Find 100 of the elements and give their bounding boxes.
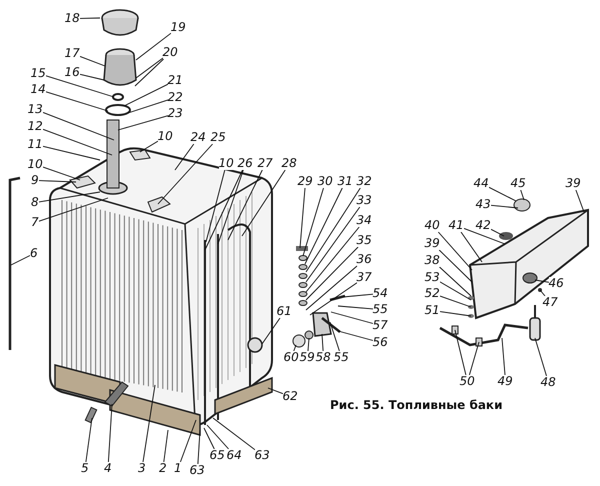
callout-number: 30 bbox=[318, 174, 333, 188]
filler-cap-parts-drawing bbox=[101, 9, 139, 116]
leader-line bbox=[136, 32, 172, 60]
leader-line bbox=[124, 84, 168, 106]
leader-line bbox=[174, 144, 194, 170]
callout-number: 6 bbox=[30, 246, 38, 260]
leader-line bbox=[38, 192, 100, 202]
callout-number: 47 bbox=[542, 296, 558, 308]
leader-line bbox=[163, 430, 168, 462]
callout-number: 34 bbox=[356, 214, 372, 226]
callout-number: 43 bbox=[476, 198, 491, 210]
leader-line bbox=[206, 170, 226, 242]
leader-line bbox=[142, 384, 156, 462]
leader-line bbox=[42, 128, 112, 156]
callout-number: 16 bbox=[64, 66, 80, 78]
callout-number: 5 bbox=[81, 462, 89, 474]
leader-line bbox=[330, 312, 374, 324]
leader-line bbox=[322, 334, 324, 352]
callout-number: 46 bbox=[548, 276, 564, 290]
callout-number: 37 bbox=[356, 270, 372, 284]
leader-line bbox=[534, 338, 547, 376]
leader-line bbox=[293, 344, 296, 352]
leader-line bbox=[38, 180, 76, 182]
callout-number: 4 bbox=[104, 462, 112, 474]
callout-number: 22 bbox=[168, 90, 183, 104]
callout-number: 2 bbox=[159, 462, 167, 474]
callout-number: 35 bbox=[356, 234, 372, 246]
callout-number: 32 bbox=[356, 174, 372, 188]
leader-line bbox=[438, 232, 472, 270]
leader-line bbox=[212, 418, 256, 450]
callout-number: 21 bbox=[168, 74, 183, 86]
leader-line bbox=[490, 204, 518, 208]
leader-line bbox=[338, 330, 374, 341]
callout-number: 15 bbox=[30, 66, 46, 80]
callout-number: 62 bbox=[282, 390, 298, 402]
leader-line bbox=[42, 166, 80, 180]
fuel-line-drawing bbox=[439, 305, 541, 346]
callout-number: 55 bbox=[334, 350, 349, 364]
callout-number: 20 bbox=[162, 46, 178, 58]
callout-number: 33 bbox=[356, 194, 372, 206]
callout-number: 29 bbox=[298, 174, 313, 188]
leader-line bbox=[338, 306, 374, 310]
figure-caption: Рис. 55. Топливные баки bbox=[330, 398, 502, 412]
leader-line bbox=[438, 250, 472, 282]
callout-number: 13 bbox=[28, 102, 43, 116]
leader-line bbox=[330, 322, 340, 352]
leader-line bbox=[128, 99, 168, 114]
leader-line bbox=[440, 281, 472, 300]
leader-line bbox=[204, 428, 215, 450]
leader-line bbox=[204, 170, 243, 250]
callout-number: 27 bbox=[258, 156, 273, 170]
callout-number: 56 bbox=[372, 336, 388, 348]
leader-line bbox=[306, 226, 360, 292]
leader-line bbox=[488, 186, 516, 202]
leader-line bbox=[38, 198, 108, 222]
leader-line bbox=[306, 206, 360, 282]
leader-line bbox=[575, 190, 584, 212]
leader-line bbox=[440, 296, 472, 308]
leader-line bbox=[304, 188, 343, 264]
leader-line bbox=[218, 170, 244, 244]
small-tank-drawing bbox=[468, 198, 589, 320]
callout-number: 52 bbox=[424, 286, 440, 300]
leader-line bbox=[540, 290, 546, 296]
callout-number: 18 bbox=[64, 12, 80, 24]
leader-line bbox=[242, 170, 286, 236]
leader-line bbox=[306, 266, 358, 310]
callout-number: 23 bbox=[168, 106, 183, 120]
callout-number: 11 bbox=[28, 138, 43, 150]
leader-line bbox=[180, 420, 196, 462]
callout-number: 58 bbox=[316, 350, 331, 364]
leader-line bbox=[490, 228, 504, 236]
callout-number: 17 bbox=[64, 46, 80, 60]
leader-line bbox=[118, 115, 168, 130]
rod-drawing bbox=[8, 176, 20, 350]
leader-line bbox=[310, 282, 358, 316]
callout-number: 57 bbox=[372, 318, 388, 332]
leader-line bbox=[108, 404, 112, 462]
leader-line bbox=[80, 74, 104, 80]
callout-number: 10 bbox=[28, 158, 43, 170]
callout-number: 36 bbox=[356, 252, 372, 266]
callout-number: 26 bbox=[238, 156, 253, 170]
leader-line bbox=[46, 75, 114, 98]
callout-number: 28 bbox=[282, 156, 297, 170]
leader-line bbox=[42, 112, 114, 140]
fuel-tank-drawing bbox=[49, 120, 273, 436]
callout-number: 40 bbox=[424, 218, 440, 232]
leader-line bbox=[80, 56, 106, 66]
callout-number: 12 bbox=[28, 120, 43, 132]
leader-line bbox=[46, 91, 108, 112]
leader-line bbox=[460, 232, 482, 262]
callout-number: 53 bbox=[424, 270, 440, 284]
leader-line bbox=[228, 170, 263, 240]
leader-line bbox=[300, 188, 306, 248]
leader-line bbox=[342, 294, 374, 298]
leader-line bbox=[302, 188, 324, 256]
callout-number: 51 bbox=[424, 304, 440, 316]
callout-number: 64 bbox=[226, 448, 242, 462]
callout-number: 9 bbox=[31, 174, 39, 186]
callout-number: 55 bbox=[372, 302, 388, 316]
callout-number: 49 bbox=[498, 374, 513, 388]
